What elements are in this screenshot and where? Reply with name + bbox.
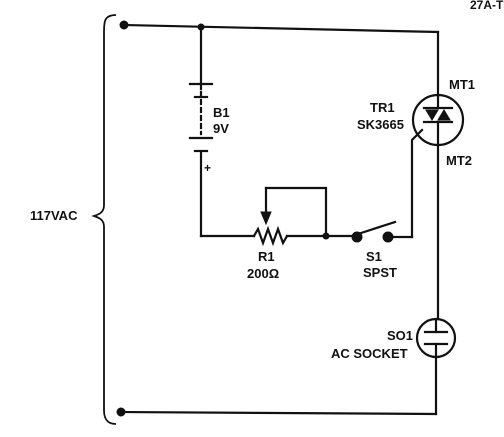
triac-terminal-mt1: MT1 — [449, 77, 475, 92]
bottom-wire — [119, 410, 438, 416]
switch-value: SPST — [363, 265, 397, 280]
potentiometer-ref: R1 — [258, 249, 275, 264]
socket-value: AC SOCKET — [331, 346, 408, 361]
gate-lead — [410, 128, 424, 239]
wiper-junction-dot — [322, 232, 330, 240]
supply-label: 117VAC — [30, 208, 78, 223]
bottom-terminal-dot — [116, 407, 126, 417]
top-terminal-dot — [119, 20, 129, 30]
switch-ref: S1 — [366, 249, 382, 264]
triac-ref: TR1 — [370, 100, 395, 115]
potentiometer-r1 — [252, 186, 328, 247]
battery-ref: B1 — [213, 105, 230, 120]
switch-s1 — [351, 220, 414, 243]
socket-ref: SO1 — [387, 328, 413, 343]
triac-terminal-mt2: MT2 — [446, 153, 472, 168]
potentiometer-value: 200Ω — [247, 266, 279, 281]
triac-value: SK3665 — [357, 117, 404, 132]
cropped-header-text: 27A-T3 — [470, 0, 504, 12]
battery-b1 — [188, 25, 214, 238]
top-wire — [122, 23, 440, 34]
ac-socket-so1 — [415, 317, 457, 359]
battery-value: 9V — [213, 121, 229, 136]
battery-polarity-mark: + — [204, 161, 211, 175]
triac-tr1 — [411, 93, 465, 147]
supply-brace — [91, 14, 117, 425]
